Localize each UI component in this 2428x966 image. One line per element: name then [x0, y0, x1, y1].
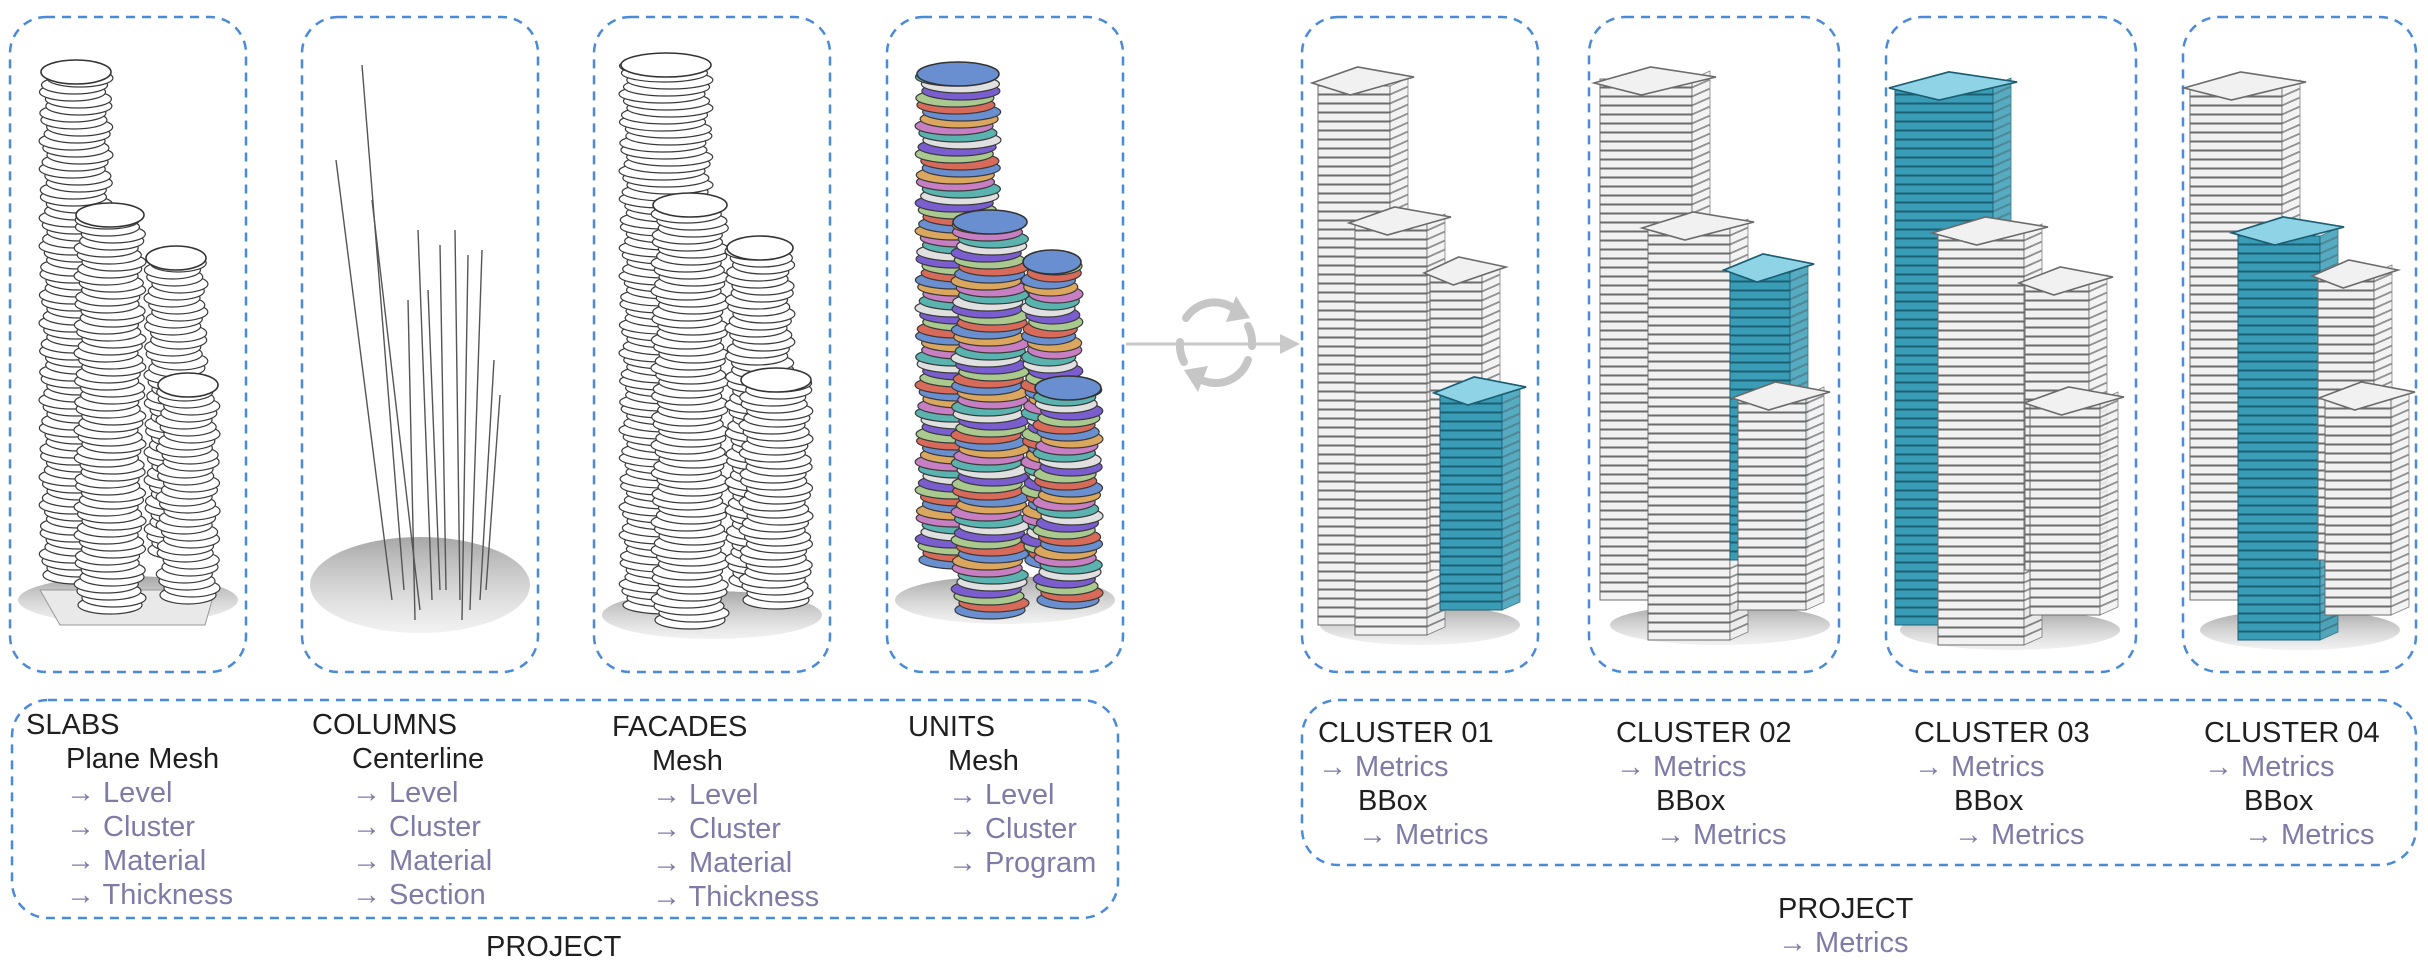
cluster-03-tower-d — [2021, 386, 2125, 616]
attribute-item: → Material — [652, 847, 793, 879]
cluster-bbox: BBox — [1954, 785, 2024, 817]
columns-image-panel — [300, 15, 540, 674]
cluster-01-tower-d — [1431, 376, 1527, 611]
cluster-04-image-panel — [2181, 15, 2418, 674]
attribute-item: → Level — [352, 777, 459, 809]
right-project-label: PROJECT — [1778, 893, 1914, 925]
cluster-bbox: BBox — [2244, 785, 2314, 817]
attribute-item: → Cluster — [652, 813, 781, 845]
cluster-metrics: → Metrics — [2204, 751, 2335, 783]
group-subtitle: Centerline — [352, 743, 485, 775]
attribute-item: → Program — [948, 847, 1097, 879]
group-title: FACADES — [612, 711, 748, 743]
units-tower-b — [950, 209, 1030, 620]
facades-image-panel — [592, 15, 832, 674]
flow-arrow — [1126, 334, 1300, 354]
cluster-bbox-metrics: → Metrics — [2244, 819, 2375, 851]
slabs-tower-b — [73, 202, 147, 615]
slabs-image-panel — [8, 15, 248, 674]
attribute-item: → Cluster — [352, 811, 481, 843]
ground-shadow — [310, 537, 530, 633]
cluster-title: CLUSTER 01 — [1318, 717, 1494, 749]
attribute-item: → Thickness — [66, 879, 234, 911]
highlight-roof — [2229, 216, 2345, 246]
highlight-roof — [1721, 253, 1815, 283]
cluster-title: CLUSTER 02 — [1616, 717, 1792, 749]
group-title: UNITS — [908, 711, 995, 743]
units-image-panel — [885, 15, 1125, 674]
cluster-02-tower-d — [1729, 381, 1831, 611]
tower-illustrations — [18, 52, 2416, 650]
cluster-bbox: BBox — [1656, 785, 1726, 817]
group-subtitle: Plane Mesh — [66, 743, 220, 775]
highlight-roof — [1431, 376, 1527, 406]
cluster-bbox-metrics: → Metrics — [1656, 819, 1787, 851]
facades-tower-b — [650, 192, 730, 630]
source-image-panels — [8, 15, 2418, 920]
cluster-02-tower-b — [1639, 211, 1755, 641]
attribute-item: → Level — [948, 779, 1055, 811]
refresh-cycle-icon — [1175, 296, 1257, 392]
attribute-item: → Section — [352, 879, 486, 911]
attribute-item: → Thickness — [652, 881, 820, 913]
right-project-metrics: → Metrics — [1778, 927, 1909, 959]
cluster-metrics: → Metrics — [1616, 751, 1747, 783]
facades-tower-d — [738, 367, 814, 610]
group-title: COLUMNS — [312, 709, 458, 741]
group-title: SLABS — [26, 709, 120, 741]
attribute-item: → Cluster — [66, 811, 195, 843]
cluster-02-image-panel — [1587, 15, 1841, 674]
left-project-label: PROJECT — [486, 931, 622, 963]
group-subtitle: Mesh — [948, 745, 1019, 777]
cluster-04-tower-d — [2316, 381, 2416, 616]
cluster-03-image-panel — [1884, 15, 2138, 674]
attribute-item: → Cluster — [948, 813, 1077, 845]
cluster-attributes-panel — [1300, 698, 2418, 867]
cluster-bbox-metrics: → Metrics — [1358, 819, 1489, 851]
slabs-tower-d — [155, 372, 221, 605]
attribute-item: → Material — [352, 845, 493, 877]
highlight-roof — [1888, 71, 2018, 101]
cluster-metrics: → Metrics — [1318, 751, 1449, 783]
cluster-title: CLUSTER 04 — [2204, 717, 2380, 749]
cluster-bbox: BBox — [1358, 785, 1428, 817]
source-attributes-panel — [10, 698, 1120, 920]
attribute-item: → Level — [66, 777, 173, 809]
column-centerlines — [335, 64, 501, 621]
attribute-item: → Material — [66, 845, 207, 877]
cluster-title: CLUSTER 03 — [1914, 717, 2090, 749]
cluster-bbox-metrics: → Metrics — [1954, 819, 2085, 851]
attribute-item: → Level — [652, 779, 759, 811]
units-tower-d — [1032, 375, 1104, 610]
group-subtitle: Mesh — [652, 745, 723, 777]
cluster-01-image-panel — [1300, 15, 1540, 674]
cluster-metrics: → Metrics — [1914, 751, 2045, 783]
